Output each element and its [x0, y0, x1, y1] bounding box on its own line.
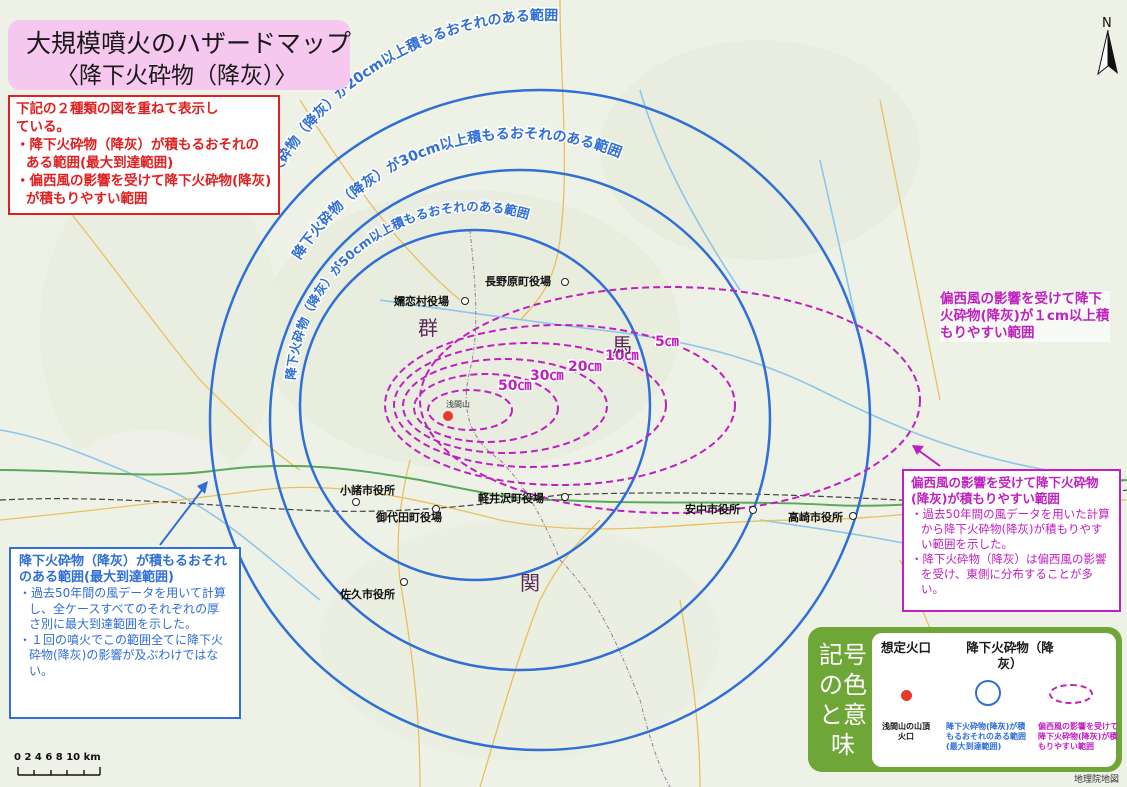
region-label-seki: 関 [520, 571, 540, 595]
legend-ash-header: 降下火砕物（降灰） [966, 640, 1054, 671]
map-credit: 地理院地図 [1073, 775, 1119, 785]
map-title: 大規模噴火のハザードマップ [26, 29, 352, 58]
note-bullet-max-reach: ・降下火砕物（降灰）が積もるおそれのある範囲(最大到達範囲) [16, 137, 259, 171]
wind-1cm-label: 偏西風の影響を受けて降下火砕物(降灰)が１cm以上積もりやすい範囲 [940, 291, 1110, 342]
ellipse-5cm [384, 324, 736, 486]
scale-bar [17, 767, 101, 776]
ellipse-label-50cm: 50㎝ [498, 378, 531, 394]
max-reach-note-heading: 降下火砕物（降灰）が積もるおそれのある範囲(最大到達範囲) [19, 554, 228, 585]
ellipse-50cm [427, 389, 513, 431]
place-marker-annaka [749, 506, 757, 514]
ellipse-10cm [393, 342, 667, 468]
rivers [0, 89, 1127, 601]
scale-ticks: 0 2 4 6 8 10 km [14, 752, 101, 763]
ellipse-label-20cm: 20㎝ [568, 359, 601, 375]
note-bullet-wind: ・偏西風の影響を受けて降下火砕物(降灰)が積もりやすい範囲 [16, 173, 272, 207]
circle-30cm [268, 168, 772, 672]
place-takasaki: 高崎市役所 [788, 511, 843, 524]
title-box [8, 20, 350, 90]
place-komoro: 小諸市役所 [340, 484, 395, 497]
ellipse-20cm [402, 358, 608, 454]
legend-circle-caption: 降下火砕物(降灰)が積もるおそれのある範囲(最大到達範囲) [946, 722, 1026, 751]
volcano-name: 浅間山 [446, 399, 470, 409]
max-reach-note-bullet-2: ・１回の噴火でこの範囲全てに降下火砕物(降灰)の影響が及ぶわけではない。 [19, 632, 224, 678]
legend-crater-header: 想定火口 [880, 640, 931, 655]
wind-note-bullet-1: ・過去50年間の風データを用いた計算から降下火砕物(降灰)が積もりやすい範囲を示… [911, 507, 1110, 551]
map-subtitle: 〈降下火砕物（降灰）〉 [56, 63, 298, 89]
wind-ellipses [384, 286, 921, 514]
wind-note-heading: 偏西風の影響を受けて降下火砕物(降灰)が積もりやすい範囲 [911, 475, 1099, 506]
note-line-2: ている。 [16, 119, 70, 135]
legend-ellipse-caption: 偏西風の影響を受けて降下火砕物(降灰)が積もりやすい範囲 [1038, 722, 1118, 751]
note-line-1: 下記の２種類の図を重ねて表示し [16, 101, 219, 117]
place-marker-takasaki [849, 512, 857, 520]
max-reach-note: 降下火砕物（降灰）が積もるおそれのある範囲(最大到達範囲) ・過去50年間の風デ… [9, 547, 241, 719]
place-tsumagoi: 嬬恋村役場 [394, 295, 449, 308]
legend-ellipse-icon [1049, 684, 1093, 704]
wind-note: 偏西風の影響を受けて降下火砕物(降灰)が積もりやすい範囲 ・過去50年間の風デー… [902, 469, 1121, 612]
max-reach-circles [208, 88, 872, 752]
region-label-ma: 馬 [612, 333, 632, 357]
place-naganohara: 長野原町役場 [485, 275, 551, 288]
circle-50cm [298, 228, 652, 582]
ellipse-label-30cm: 30㎝ [530, 368, 563, 384]
north-arrow-icon [1097, 29, 1118, 76]
place-saku: 佐久市役所 [340, 588, 395, 601]
region-labels: 群 馬 関 [418, 316, 632, 595]
circle-20cm [208, 88, 872, 752]
legend-circle-icon [975, 680, 1001, 706]
max-reach-note-bullet-1: ・過去50年間の風データを用いて計算し、全ケースすべてのそれぞれの厚さ別に最大到… [19, 586, 226, 631]
place-marker-saku [400, 578, 408, 586]
place-marker-miyota [432, 505, 440, 513]
north-label: N [1102, 16, 1112, 31]
ellipse-labels: 5㎝ 10㎝ 20㎝ 30㎝ 50㎝ [497, 333, 681, 396]
place-miyota: 御代田町役場 [376, 511, 442, 524]
place-marker-karuizawa [561, 493, 569, 501]
ellipse-label-10cm: 10㎝ [605, 348, 638, 364]
legend-crater-icon [901, 690, 912, 701]
legend-crater-caption: 浅間山の山頂火口 [882, 722, 930, 741]
place-marker-komoro [352, 498, 360, 506]
region-label-gun: 群 [418, 316, 438, 340]
ellipse-1cm [419, 286, 921, 514]
place-marker-tsumagoi [461, 297, 469, 305]
wind-note-bullet-2: ・降下火砕物（降灰）は偏西風の影響を受け、東側に分布することが多い。 [911, 552, 1107, 596]
legend-side-title: 記号の色と意味 [819, 641, 867, 759]
overlay-explanation-note: 下記の２種類の図を重ねて表示し ている。 ・降下火砕物（降灰）が積もるおそれのあ… [8, 95, 280, 215]
crater-marker [443, 411, 453, 421]
annotation-arrows [159, 445, 941, 546]
ellipse-30cm [413, 373, 559, 443]
boundaries [465, 229, 671, 787]
ellipse-label-5cm: 5㎝ [655, 334, 679, 350]
place-annaka: 安中市役所 [685, 503, 740, 516]
place-marker-naganohara [561, 278, 569, 286]
place-karuizawa: 軽井沢町役場 [478, 492, 544, 505]
